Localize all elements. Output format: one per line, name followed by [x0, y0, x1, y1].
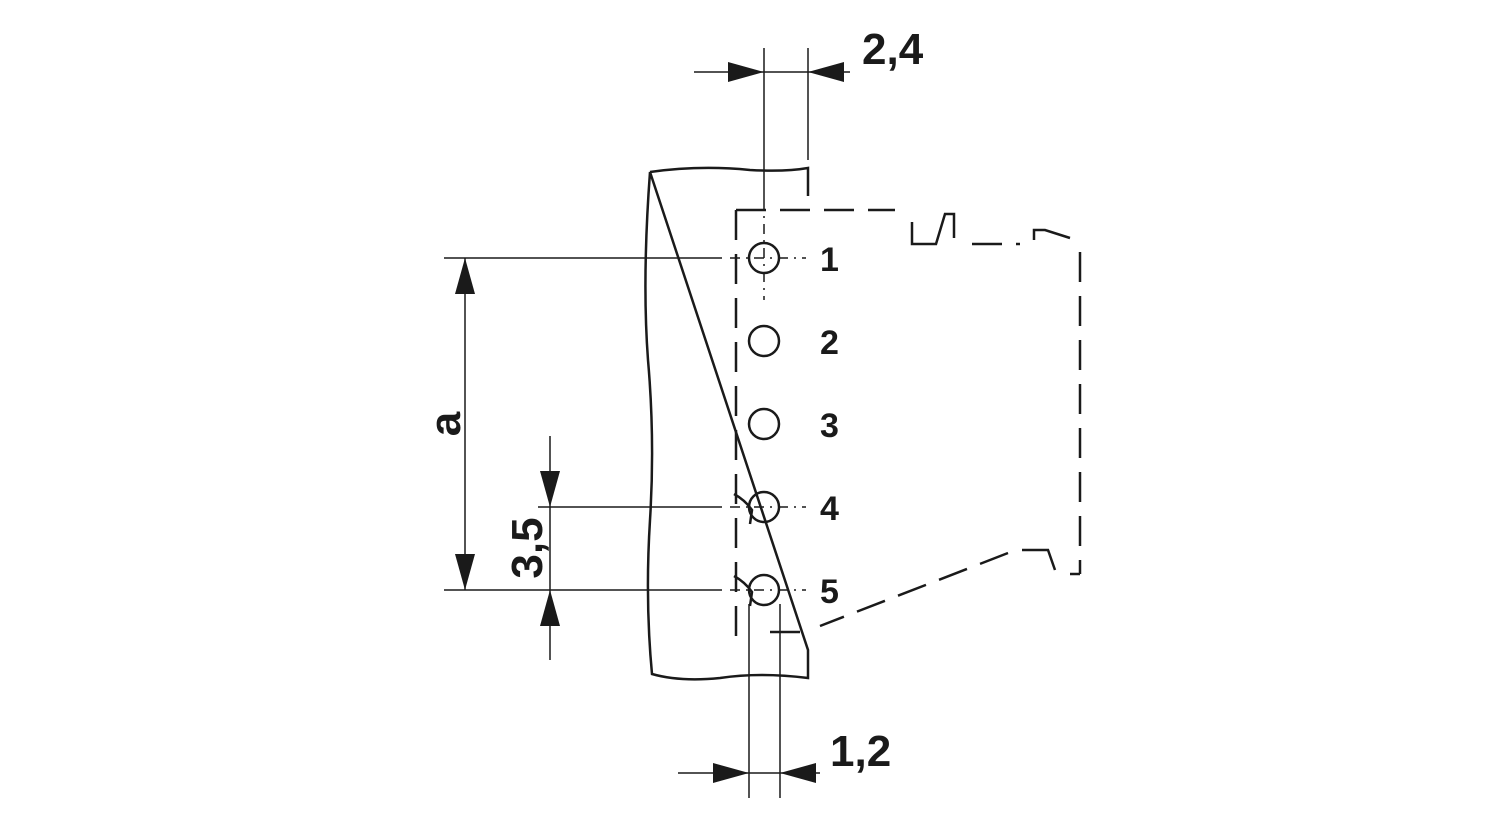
pin-hole-icon: [747, 324, 781, 358]
dim-label-top-width: 2,4: [862, 25, 924, 74]
dimension-total: a: [421, 257, 722, 591]
pin-hole-icon: [747, 407, 781, 441]
pin-hole-icon: [747, 573, 781, 607]
board-outline: [644, 166, 810, 681]
dimension-pitch: 3,5: [503, 436, 722, 660]
dim-label-pitch: 3,5: [503, 517, 552, 578]
pin-label: 3: [820, 407, 839, 445]
latch-pin-4: [733, 492, 754, 525]
pin-label: 1: [820, 241, 839, 279]
pin-1: 1: [747, 241, 839, 279]
connector-outline: [734, 208, 1082, 640]
dimension-pin-diameter: 1,2: [678, 727, 891, 783]
dim-label-total: a: [421, 411, 470, 436]
pin-2: 2: [747, 324, 839, 362]
pin-label: 2: [820, 324, 839, 362]
pin-5: 5: [747, 573, 839, 611]
dim-label-pin-diameter: 1,2: [830, 727, 891, 776]
dimension-top-width: 2,4: [694, 25, 924, 82]
pin-label: 4: [820, 490, 839, 528]
pin-hole-icon: [747, 241, 781, 275]
pin-label: 5: [820, 573, 839, 611]
pin-3: 3: [747, 407, 839, 445]
pin-4: 4: [747, 490, 839, 528]
latch-pin-5: [733, 574, 754, 607]
pin-hole-icon: [747, 490, 781, 524]
